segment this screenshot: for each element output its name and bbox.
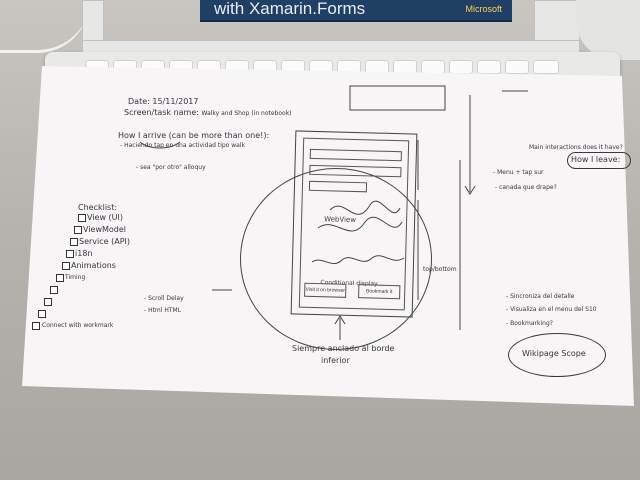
checkbox-icon — [66, 250, 74, 258]
checklist-title: Checklist: — [78, 203, 118, 212]
sketch-visit-browser-button: Visit it on browser — [304, 282, 347, 298]
checklist-item: Timing — [65, 274, 86, 281]
sketch-bookmark-button: Bookmark it — [358, 284, 401, 300]
date-value: 15/11/2017 — [152, 97, 199, 106]
bottom-note-line1: Siempre anclado al borde — [292, 344, 395, 353]
circle-note: Wikipage Scope — [522, 349, 586, 358]
screen-name-line: Screen/task name: Walky and Shop (in not… — [124, 108, 292, 118]
screen-label-text: Screen/task name: — [124, 108, 199, 117]
usb-cable — [0, 0, 90, 53]
arrive-note-1: - Haciendo tap en una actividad tipo wal… — [120, 142, 245, 149]
checkbox-icon — [74, 226, 82, 234]
book-title: with Xamarin.Forms — [214, 0, 366, 18]
checklist-item: ViewModel — [83, 225, 127, 234]
keyboard-key — [477, 60, 501, 74]
leave-note-2: - canada que drape? — [495, 184, 557, 191]
right-note-2: - Visualiza en el menu del S10 — [506, 306, 597, 313]
arrive-curve — [139, 141, 181, 149]
checkbox-icon — [56, 274, 64, 282]
book-cover: with Xamarin.Forms Microsoft — [200, 0, 512, 22]
scope-circle — [508, 333, 606, 377]
checklist-item: i18n — [75, 249, 93, 258]
leave-label: How I leave: — [571, 155, 621, 164]
date-label: Date: 15/11/2017 — [128, 97, 198, 106]
arrow-head-right — [464, 185, 476, 195]
leave-question: Main interactions does it have? — [529, 144, 623, 151]
book-badge: Microsoft — [465, 4, 502, 14]
webview-label: WebView — [324, 215, 357, 225]
sketch-title-bar — [309, 164, 402, 178]
checkbox-icon — [32, 322, 40, 330]
phone-sketch: WebView Conditional display Visit it on … — [290, 130, 418, 318]
date-label-text: Date: — [128, 97, 150, 106]
leave-label-box — [567, 152, 631, 169]
checkbox-icon — [50, 286, 58, 294]
screen-value: Walky and Shop (in notebook) — [201, 110, 292, 117]
right-note-3: - Bookmarking? — [506, 320, 553, 327]
sketch-subtitle-bar — [308, 180, 368, 193]
top-note-box — [349, 85, 446, 111]
keyboard-key — [505, 60, 529, 74]
webview-circle — [240, 168, 432, 350]
checklist-item: Connect with workmark — [42, 322, 114, 329]
leave-note-1: - Menu + tap sur — [493, 169, 544, 176]
right-side-note: top/bottom — [423, 266, 457, 273]
checkbox-icon — [78, 214, 86, 222]
phone-screen: WebView Conditional display Visit it on … — [298, 137, 410, 311]
checkbox-icon — [38, 310, 46, 318]
checklist-item: View (UI) — [87, 213, 123, 222]
left-note-2: - Html HTML — [144, 307, 182, 314]
arrive-note-2: - sea "por otro" alloquy — [136, 164, 206, 171]
bottom-note-line2: inferior — [321, 356, 350, 365]
sketch-toolbar — [309, 148, 402, 162]
right-note-1: - Sincroniza del detalle — [506, 293, 575, 300]
left-note-1: - Scroll Delay — [144, 295, 184, 302]
checkbox-icon — [44, 298, 52, 306]
keyboard-key — [533, 60, 559, 74]
checklist-item: Service (API) — [79, 237, 131, 246]
arrive-label: How I arrive (can be more than one!): — [118, 131, 270, 140]
checkbox-icon — [70, 238, 78, 246]
checkbox-icon — [62, 262, 70, 270]
checklist-item: Animations — [71, 261, 116, 270]
